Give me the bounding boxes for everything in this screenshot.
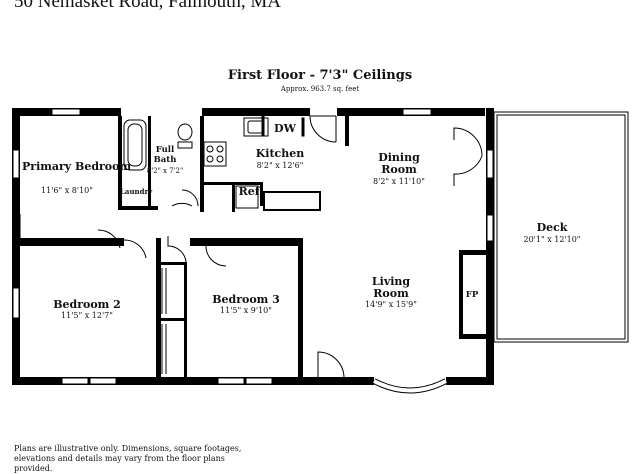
closet-doors [161, 268, 167, 374]
label-dishwasher: DW [274, 122, 296, 135]
room-dims-dining-room: 8'2" x 11'10" [373, 177, 425, 186]
floor-title: First Floor - 7'3" Ceilings [227, 68, 413, 83]
room-dims-kitchen: 8'2" x 12'6" [256, 161, 304, 170]
room-dims-bedroom-2: 11'5" x 12'7" [61, 311, 113, 320]
toilet-icon [177, 123, 193, 141]
room-label-bedroom-2: Bedroom 2 [53, 298, 121, 311]
room-dims-deck: 20'1" x 12'10" [523, 235, 581, 244]
property-address: 50 Nemasket Road, Falmouth, MA [14, 0, 282, 12]
floor-area: Approx. 963.7 sq. feet [280, 85, 360, 93]
room-dims-living-room: 14'9" x 15'9" [365, 300, 417, 309]
deck-outline [493, 111, 629, 343]
room-label-deck: Deck [536, 221, 568, 234]
room-label-kitchen: Kitchen [255, 147, 305, 160]
stove-icon [203, 141, 227, 167]
floor-plan [12, 108, 629, 394]
windows [12, 108, 494, 394]
doors [19, 115, 483, 379]
room-label-primary-bedroom: Primary Bedroom [22, 160, 132, 173]
room-dims-full-bath: 8'2" x 7'2" [146, 167, 184, 175]
room-label-bedroom-3: Bedroom 3 [212, 293, 280, 306]
refrigerator-icon [235, 185, 259, 209]
room-dims-bedroom-3: 11'5" x 9'10" [220, 306, 272, 315]
room-label-dining-room: Dining Room [378, 151, 420, 176]
label-fireplace: FP [465, 290, 479, 300]
room-label-living-room: Living Room [371, 275, 411, 300]
room-label-laundry: Laundry [120, 187, 153, 196]
room-label-full-bath: Full Bath [153, 145, 177, 165]
label-refrigerator: Ref [238, 185, 260, 198]
room-dims-primary-bedroom: 11'6" x 8'10" [41, 186, 93, 195]
disclaimer: Plans are illustrative only. Dimensions,… [14, 444, 242, 473]
interior-walls [118, 116, 486, 380]
fixtures [123, 115, 305, 209]
